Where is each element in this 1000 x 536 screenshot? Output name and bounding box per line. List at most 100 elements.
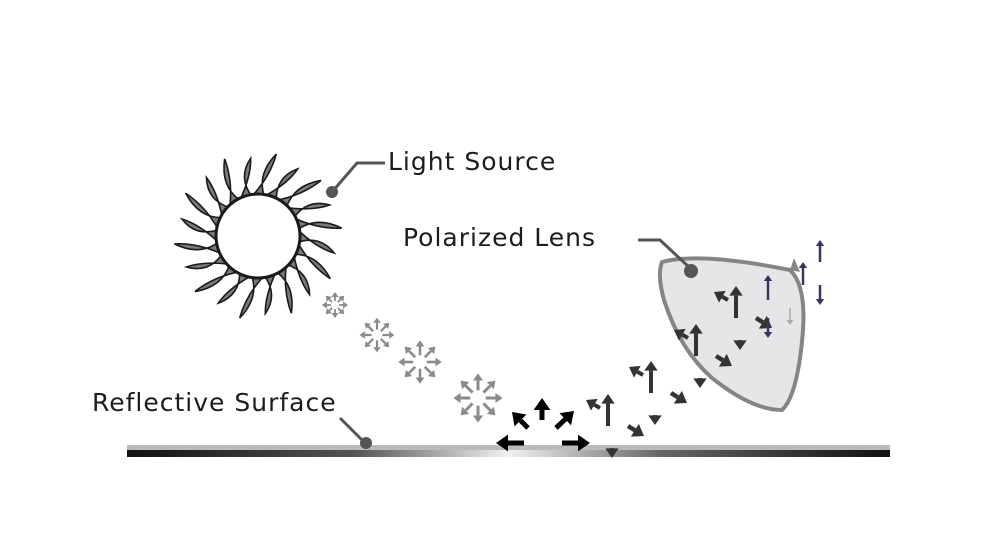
arrow [415, 340, 425, 356]
arrow-head [435, 357, 442, 367]
arrow-shaft [408, 365, 417, 374]
sun-disc [214, 192, 302, 280]
sun-ray [284, 202, 333, 220]
arrow [373, 340, 381, 353]
arrow [586, 398, 601, 411]
arrow-shaft [482, 402, 492, 412]
arrow [373, 317, 381, 330]
sun-ray [249, 153, 278, 198]
arrow [485, 392, 503, 404]
arrow-shaft [636, 370, 644, 377]
arrow [669, 390, 687, 404]
arrow [533, 398, 551, 420]
arrow-shaft [423, 350, 432, 359]
arrow-shaft [464, 384, 474, 394]
arrow [815, 240, 825, 262]
light-source-leader [330, 161, 385, 193]
arrow-head [630, 423, 644, 437]
arrow-shaft [367, 338, 374, 345]
surface-leader [338, 416, 367, 445]
arrow [644, 361, 658, 393]
arrow-head [321, 301, 327, 309]
arrow [359, 331, 372, 339]
arrow-head [460, 380, 470, 390]
arrow-head [729, 286, 743, 296]
sun-ray [292, 240, 332, 280]
arrow-head [331, 313, 339, 319]
light-wave-arrows [321, 240, 825, 458]
sun-ray [174, 240, 224, 256]
arrow [763, 318, 773, 338]
arrow-head [693, 378, 707, 388]
arrow-head [786, 320, 794, 325]
sun-ray [284, 252, 311, 297]
arrow [786, 308, 794, 325]
arrow-head [629, 365, 641, 378]
arrow [382, 331, 395, 339]
arrow [339, 301, 349, 309]
arrow-head [512, 412, 527, 427]
arrow [689, 324, 703, 356]
arrow-head [472, 415, 484, 423]
arrow-head [763, 332, 773, 338]
arrow-head [404, 346, 413, 355]
sun-ray [194, 262, 242, 293]
reflective-surface [127, 445, 890, 457]
arrow-shaft [380, 338, 387, 345]
arrow-head [404, 369, 413, 378]
arrow [554, 411, 574, 430]
arrow-head [486, 406, 496, 416]
lens-leader [638, 238, 692, 270]
sun-ray [262, 270, 278, 317]
arrow-head [389, 331, 395, 339]
arrow [714, 290, 729, 303]
arrow-head [427, 369, 436, 378]
sun-ray [238, 274, 267, 319]
arrow-head [601, 394, 615, 404]
arrow-head [325, 295, 332, 302]
arrow [325, 295, 333, 303]
arrow [562, 434, 590, 452]
arrow-head [364, 322, 372, 330]
arrow-head [398, 357, 405, 367]
arrow [729, 286, 743, 318]
arrow-shaft [593, 403, 601, 410]
arrow-head [815, 240, 825, 246]
arrow-head [763, 275, 773, 281]
arrow [364, 338, 374, 348]
arrow [733, 340, 747, 350]
arrow-head [453, 392, 461, 404]
arrow-head [460, 406, 470, 416]
arrow-shaft [518, 418, 530, 430]
arrow [482, 402, 496, 416]
arrow [798, 262, 808, 285]
arrow-shaft [714, 354, 725, 363]
arrow [321, 301, 331, 309]
arrow [763, 275, 773, 300]
arrow-head [382, 340, 390, 348]
arrow [331, 309, 339, 319]
sun-ray [238, 155, 254, 202]
sun-ray [205, 175, 232, 220]
arrow [331, 291, 339, 301]
arrow [629, 365, 644, 378]
polarized-lens-label: Polarized Lens [403, 223, 597, 252]
light-source-label: Light Source [388, 147, 557, 176]
sun-ray [274, 262, 293, 314]
arrow-head [559, 411, 574, 426]
arrow-head [798, 262, 808, 268]
arrow [364, 322, 374, 332]
arrow-head [733, 340, 747, 350]
arrow [398, 357, 414, 367]
arrow [496, 434, 524, 452]
arrow [674, 328, 689, 341]
arrow [815, 285, 825, 305]
sun-ray [216, 270, 254, 305]
arrow-shaft [337, 307, 342, 312]
arrow-head [486, 380, 496, 390]
arrow-head [373, 347, 381, 353]
arrow-head [605, 448, 619, 458]
lens-edge-notch [790, 258, 800, 272]
